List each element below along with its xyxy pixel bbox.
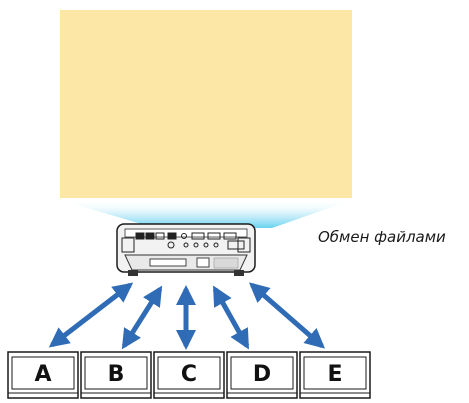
terminal-label: B — [108, 362, 125, 387]
monitor-screen — [230, 356, 294, 390]
terminals: A B C D E — [7, 351, 371, 399]
monitor-screen — [157, 356, 221, 390]
transfer-arrows — [48, 282, 326, 350]
monitor-screen — [303, 356, 367, 390]
terminal-label: A — [34, 362, 51, 387]
caption-file-sharing: Обмен файлами — [318, 228, 446, 246]
terminal-label: D — [253, 362, 271, 387]
monitor-screen — [84, 356, 148, 390]
terminal-d: D — [226, 351, 298, 399]
terminal-label: C — [181, 362, 197, 387]
arrow-e — [248, 282, 326, 349]
terminal-label: E — [327, 362, 342, 387]
monitor-screen — [11, 356, 75, 390]
projection-screen — [60, 10, 352, 198]
projection-beam — [60, 200, 352, 228]
terminal-c: C — [153, 351, 225, 399]
terminal-b: B — [80, 351, 152, 399]
arrow-b — [121, 285, 163, 350]
arrow-a — [48, 282, 134, 348]
terminal-a: A — [7, 351, 79, 399]
projector-ports — [121, 232, 251, 253]
terminal-e: E — [299, 351, 371, 399]
projector — [116, 223, 256, 276]
arrow-d — [212, 285, 250, 350]
